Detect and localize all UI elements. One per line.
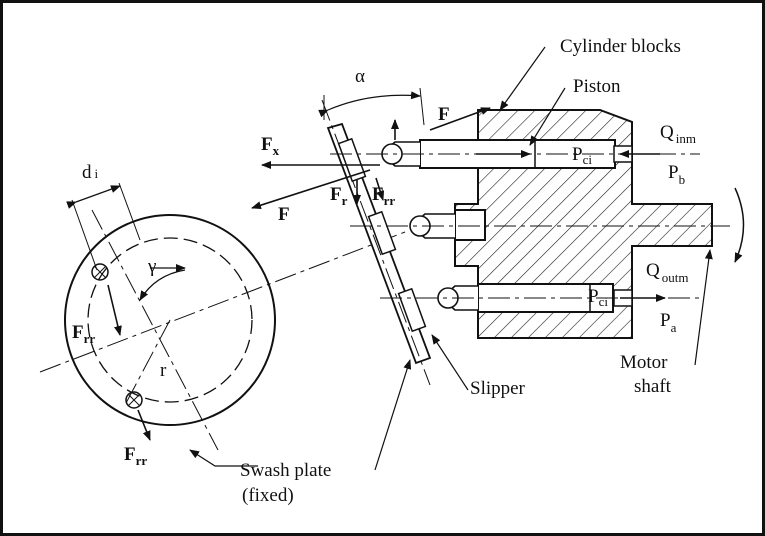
swash-plate-label-line2: (fixed)	[242, 485, 294, 506]
radius-r-label: r	[160, 360, 167, 381]
force-F-left-label: F	[278, 204, 290, 225]
swash-plate-label-line1: Swash plate	[240, 460, 331, 481]
shaft-rotation-arrow	[734, 187, 745, 263]
force-Frr-top-label: Frr	[372, 184, 395, 208]
pressure-Pb-label: Pb	[668, 162, 685, 187]
slipper-label: Slipper	[470, 378, 526, 399]
gamma-label: γ	[147, 256, 156, 277]
pressure-Pci-top-label: Pci	[572, 144, 592, 167]
force-Fx-label: Fx	[261, 134, 280, 158]
alpha-label: α	[355, 66, 365, 87]
pressure-Pci-bottom-label: Pci	[588, 286, 608, 309]
motor-shaft-label-line1: Motor	[620, 352, 668, 373]
swash-plate-end-view	[39, 182, 406, 451]
motor-shaft-label-line2: shaft	[634, 376, 672, 397]
cylinder-blocks-label: Cylinder blocks	[560, 36, 681, 57]
pressure-Pa-label: Pa	[660, 310, 677, 335]
force-Fr-label: Fr	[330, 184, 348, 208]
alpha-dimension	[318, 87, 425, 126]
piston-label: Piston	[573, 76, 621, 97]
force-Frr-bottom-label: Frr	[124, 444, 147, 468]
inclined-swash-plate	[321, 99, 432, 386]
force-Frr-mid-label: Frr	[72, 322, 95, 346]
leader-lines	[189, 46, 713, 471]
force-F-top-label: F	[438, 104, 450, 125]
force-arrows	[251, 107, 666, 302]
